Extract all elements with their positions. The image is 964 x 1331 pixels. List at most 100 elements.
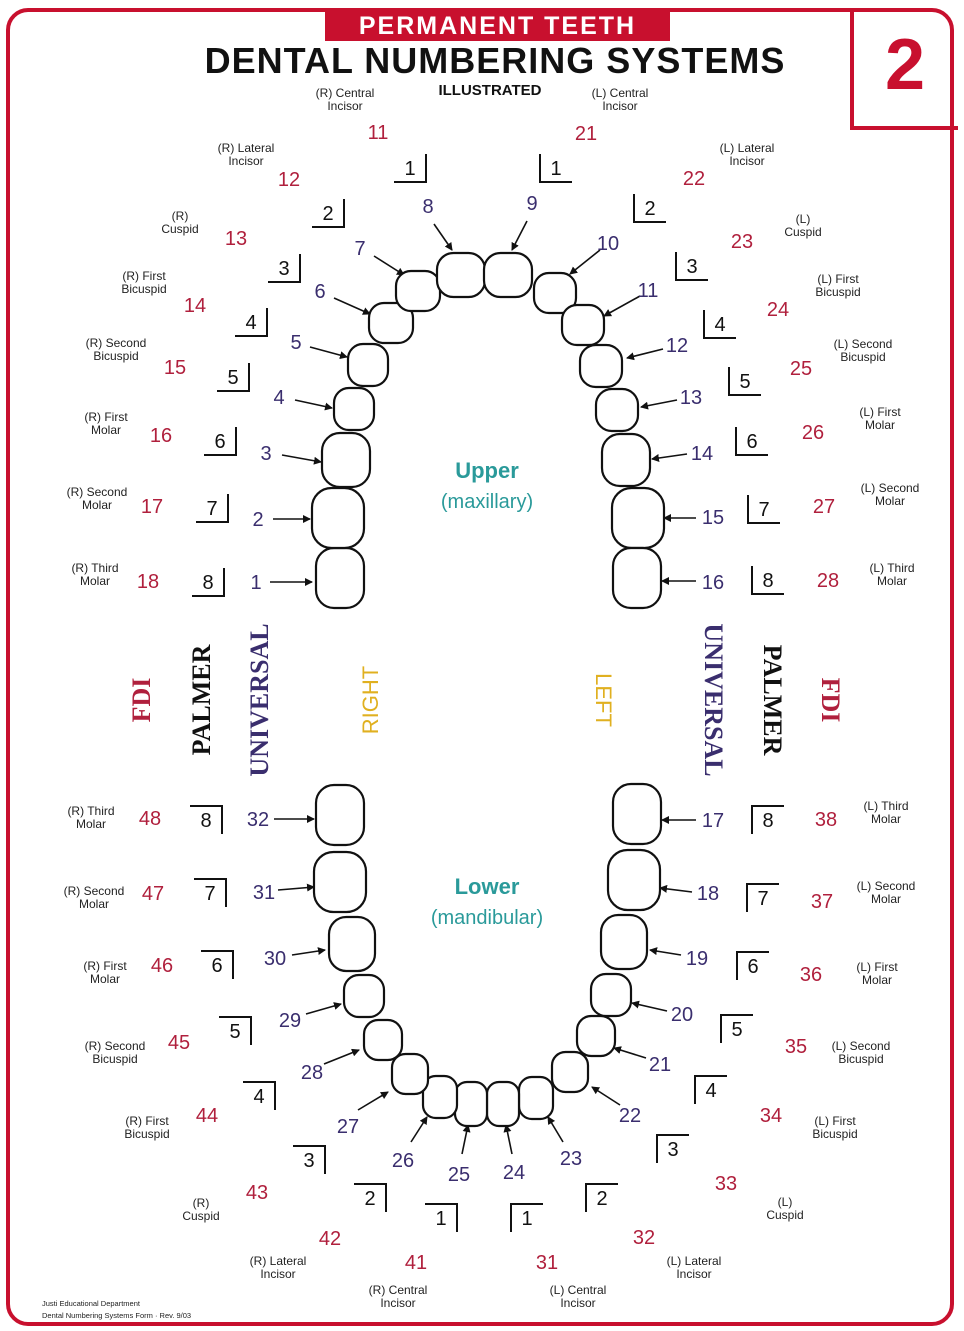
universal-label-right: UNIVERSAL bbox=[245, 623, 274, 776]
universal-number: 4 bbox=[273, 387, 284, 409]
tooth-name: (R) ThirdMolar bbox=[71, 561, 118, 588]
palmer-notation: 8 bbox=[752, 566, 784, 594]
tooth-ur-8 bbox=[437, 253, 485, 297]
universal-number: 5 bbox=[290, 332, 301, 354]
fdi-number: 36 bbox=[800, 964, 822, 986]
palmer-notation: 3 bbox=[268, 254, 300, 282]
palmer-notation: 8 bbox=[752, 806, 784, 834]
palmer-notation: 1 bbox=[425, 1204, 457, 1232]
tooth-ul-5 bbox=[596, 389, 638, 431]
universal-number: 30 bbox=[264, 948, 286, 970]
fdi-number: 13 bbox=[225, 228, 247, 250]
palmer-number: 1 bbox=[435, 1208, 446, 1230]
pointer-arrow bbox=[570, 250, 600, 274]
palmer-number: 6 bbox=[746, 431, 757, 453]
universal-number: 21 bbox=[649, 1054, 671, 1076]
fdi-number: 22 bbox=[683, 168, 705, 190]
universal-number: 8 bbox=[422, 196, 433, 218]
palmer-notation: 4 bbox=[243, 1082, 275, 1110]
fdi-number: 45 bbox=[168, 1032, 190, 1054]
palmer-notation: 7 bbox=[196, 494, 228, 522]
universal-number: 27 bbox=[337, 1116, 359, 1138]
palmer-number: 2 bbox=[596, 1188, 607, 1210]
palmer-number: 5 bbox=[739, 371, 750, 393]
palmer-notation: 8 bbox=[192, 568, 224, 596]
palmer-number: 2 bbox=[644, 198, 655, 220]
pointer-arrow bbox=[374, 256, 404, 275]
tooth-lr-3 bbox=[392, 1054, 428, 1094]
palmer-number: 8 bbox=[762, 810, 773, 832]
pointer-arrow bbox=[627, 349, 663, 358]
pointer-arrow bbox=[282, 455, 321, 462]
pointer-arrow bbox=[292, 950, 325, 955]
fdi-number: 15 bbox=[164, 357, 186, 379]
pointer-arrow bbox=[650, 950, 681, 955]
tooth-lr-5 bbox=[344, 975, 384, 1017]
palmer-notation: 2 bbox=[634, 194, 666, 222]
universal-number: 20 bbox=[671, 1004, 693, 1026]
palmer-notation: 6 bbox=[201, 951, 233, 979]
pointer-arrow bbox=[324, 1050, 359, 1064]
tooth-ll-5 bbox=[577, 1016, 615, 1056]
universal-number: 1 bbox=[250, 572, 261, 594]
palmer-number: 4 bbox=[253, 1086, 264, 1108]
palmer-number: 7 bbox=[758, 499, 769, 521]
palmer-notation: 4 bbox=[695, 1076, 727, 1104]
tooth-ul-6 bbox=[602, 434, 650, 486]
universal-number: 26 bbox=[392, 1150, 414, 1172]
side-label-right: RIGHT bbox=[358, 666, 383, 734]
footer-line-1: Justi Educational Department bbox=[42, 1299, 140, 1308]
universal-number: 25 bbox=[448, 1164, 470, 1186]
universal-number: 29 bbox=[279, 1010, 301, 1032]
tooth-ur-4 bbox=[334, 388, 374, 430]
palmer-number: 4 bbox=[714, 314, 725, 336]
palmer-notation: 6 bbox=[737, 952, 769, 980]
pointer-arrow bbox=[411, 1117, 427, 1142]
pointer-arrow bbox=[295, 400, 332, 408]
fdi-number: 38 bbox=[815, 809, 837, 831]
universal-number: 9 bbox=[526, 193, 537, 215]
palmer-number: 8 bbox=[200, 810, 211, 832]
universal-number: 2 bbox=[252, 509, 263, 531]
palmer-number: 6 bbox=[211, 955, 222, 977]
fdi-number: 17 bbox=[141, 496, 163, 518]
fdi-number: 35 bbox=[785, 1036, 807, 1058]
fdi-number: 23 bbox=[731, 231, 753, 253]
palmer-number: 5 bbox=[731, 1019, 742, 1041]
palmer-number: 4 bbox=[245, 312, 256, 334]
palmer-number: 6 bbox=[747, 956, 758, 978]
universal-number: 12 bbox=[666, 335, 688, 357]
tooth-ur-1 bbox=[316, 548, 364, 608]
fdi-number: 31 bbox=[536, 1252, 558, 1274]
tooth-name: (L) LateralIncisor bbox=[720, 141, 775, 168]
universal-number: 11 bbox=[638, 280, 659, 302]
fdi-label-left: FDI bbox=[816, 678, 845, 723]
tooth-ur-2 bbox=[312, 488, 364, 548]
pointer-arrow bbox=[652, 454, 687, 459]
palmer-notation: 5 bbox=[721, 1015, 753, 1043]
tooth-name: (L) SecondBicuspid bbox=[834, 337, 893, 364]
universal-number: 24 bbox=[503, 1162, 525, 1184]
palmer-notation: 5 bbox=[217, 363, 249, 391]
tooth-ll-2 bbox=[608, 850, 660, 910]
palmer-notation: 7 bbox=[748, 495, 780, 523]
fdi-number: 25 bbox=[790, 358, 812, 380]
tooth-ul-3 bbox=[562, 305, 604, 345]
palmer-label-left: PALMER bbox=[758, 645, 787, 756]
pointer-arrow bbox=[641, 400, 677, 407]
fdi-number: 14 bbox=[184, 295, 206, 317]
tooth-ur-3 bbox=[322, 433, 370, 487]
fdi-number: 42 bbox=[319, 1228, 341, 1250]
universal-number: 14 bbox=[691, 443, 713, 465]
fdi-number: 41 bbox=[405, 1252, 427, 1274]
tooth-lr-4 bbox=[364, 1020, 402, 1060]
tooth-ul-8 bbox=[613, 548, 661, 608]
tooth-name: (R) CentralIncisor bbox=[316, 86, 375, 113]
fdi-number: 28 bbox=[817, 570, 839, 592]
